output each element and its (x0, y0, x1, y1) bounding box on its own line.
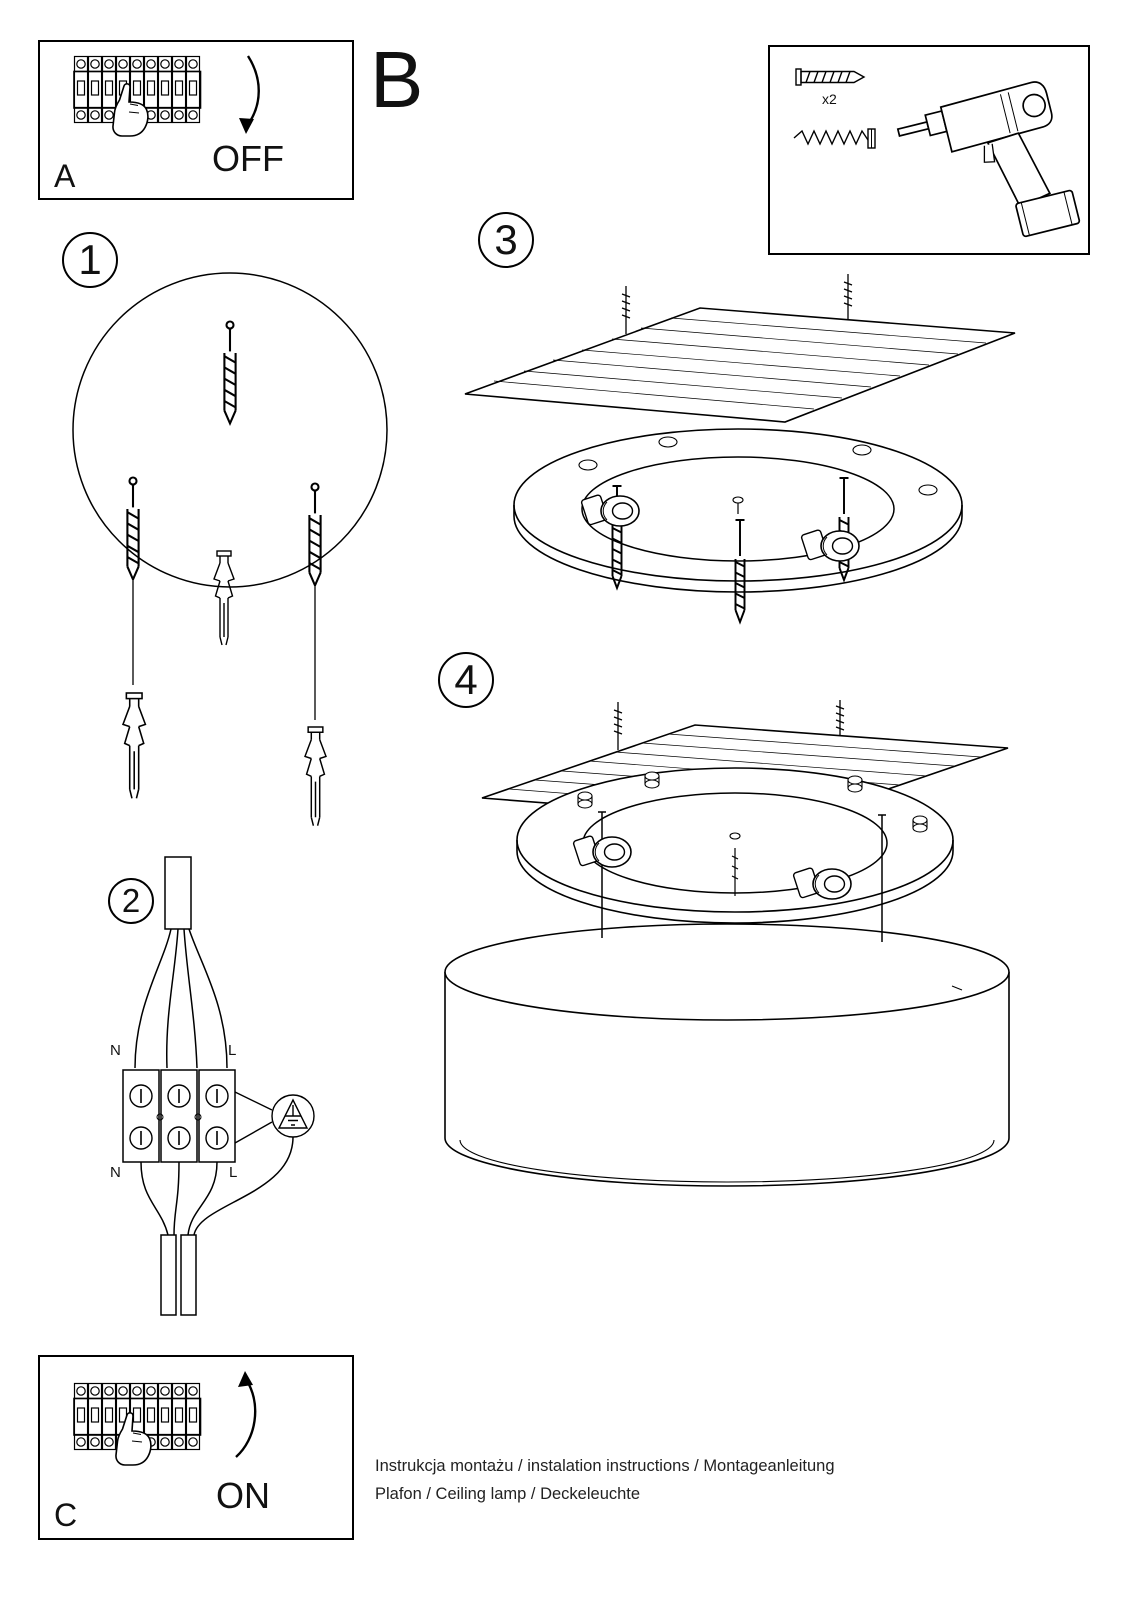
step-4-digit: 4 (454, 656, 478, 703)
screw-icon (613, 701, 623, 751)
parts-illustration (793, 68, 1081, 238)
lamp-socket-icon (572, 834, 632, 868)
panel-a-label: A (54, 158, 76, 194)
lamp-socket-icon (800, 528, 860, 562)
footer-line-2: Plafon / Ceiling lamp / Deckeleuchte (375, 1485, 641, 1503)
panel-grain-lines (493, 317, 987, 410)
section-b-label: B (370, 35, 424, 124)
footer: Instrukcja montażu / instalation instruc… (375, 1452, 835, 1508)
curved-arrow-down-icon (239, 55, 260, 134)
panel-power-off: OFF A (38, 40, 354, 200)
screw-icon (223, 320, 237, 425)
wall-plug-icon (304, 726, 327, 827)
parts-required-box: x2 (768, 45, 1090, 255)
live-label-top: L (228, 1042, 237, 1059)
step-2-digit: 2 (121, 882, 141, 919)
ceiling-panel (464, 307, 1016, 423)
mains-cable (160, 1234, 177, 1316)
standoffs (577, 771, 928, 840)
wall-plug-icon (213, 550, 235, 646)
screw-icon (308, 482, 322, 587)
suspension-screws (598, 811, 886, 942)
step4-shade-illustration (444, 700, 1010, 1187)
step-1-number: 1 (62, 232, 118, 288)
circuit-breaker-on-illustration (40, 1371, 257, 1466)
wires-top (134, 928, 228, 1069)
off-label: OFF (212, 138, 284, 179)
wall-plug-icon (795, 68, 866, 86)
step-1-digit: 1 (78, 236, 102, 283)
step-4-number: 4 (438, 652, 494, 708)
step-3-number: 3 (478, 212, 534, 268)
neutral-label-bottom: N (110, 1164, 121, 1181)
panel-c-label: C (54, 1497, 78, 1533)
detail-circle (72, 272, 388, 588)
screw-icon (793, 128, 876, 149)
earth-ground-icon (234, 1091, 315, 1144)
step-3-digit: 3 (494, 216, 518, 263)
screw-icon (843, 273, 853, 323)
curved-arrow-up-icon (235, 1371, 257, 1458)
live-label-bottom: L (229, 1164, 238, 1181)
cable-sheath (164, 856, 192, 930)
wires-bottom (140, 1136, 294, 1236)
footer-line-1: Instrukcja montażu / instalation instruc… (375, 1457, 835, 1475)
step2-wiring-illustration (122, 856, 315, 1316)
quantity-label: x2 (822, 91, 837, 107)
mains-cable (180, 1234, 197, 1316)
step3-mounting-illustration (464, 273, 1016, 623)
circuit-breaker-off-illustration (40, 55, 260, 137)
step-2-number: 2 (108, 878, 154, 924)
screw-icon (126, 476, 140, 581)
terminal-slots (140, 1089, 218, 1145)
power-drill-icon (896, 81, 1081, 238)
wall-plug-icon (122, 692, 147, 800)
on-label: ON (216, 1475, 270, 1516)
lamp-shade (444, 923, 1010, 1187)
lamp-socket-icon (792, 866, 852, 900)
lamp-socket-icon (580, 493, 640, 527)
step1-anchors-illustration (72, 272, 388, 827)
panel-power-on: ON C (38, 1355, 354, 1540)
mounting-plate (513, 428, 963, 593)
screw-icon (621, 285, 631, 335)
neutral-label-top: N (110, 1042, 121, 1059)
